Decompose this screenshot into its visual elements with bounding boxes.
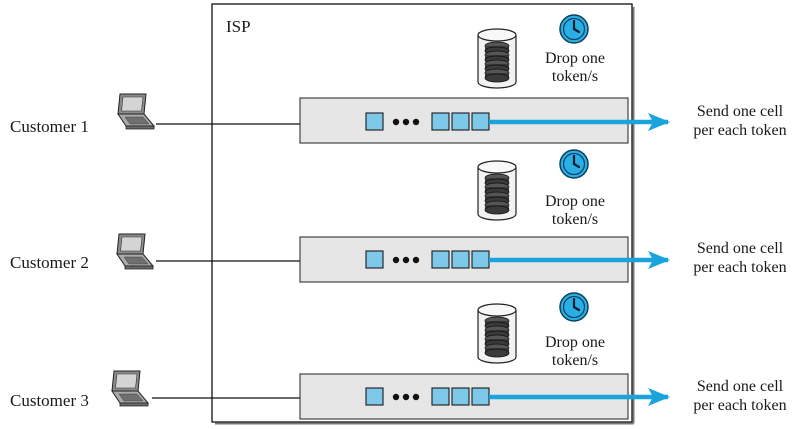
output-label-line1: Send one cell: [697, 240, 784, 257]
isp-label: ISP: [226, 17, 251, 36]
queue-cells: [365, 387, 490, 406]
laptop-icon: [117, 93, 155, 130]
customer-label: Customer 1: [10, 117, 89, 136]
row-customer-2: Drop one token/s Customer 2 Send one cel…: [10, 148, 787, 283]
clock-icon: [558, 13, 590, 45]
queue-cells: [365, 250, 490, 269]
output-label-line2: per each token: [693, 122, 786, 139]
token-bucket-icon: [478, 161, 516, 220]
customer-label: Customer 3: [10, 391, 89, 410]
output-label-line1: Send one cell: [697, 103, 784, 120]
laptop-icon: [111, 370, 149, 407]
drop-rate-line2: token/s: [552, 211, 598, 228]
drop-rate-line1: Drop one: [545, 50, 605, 67]
clock-icon: [558, 291, 590, 323]
row-customer-3: Drop one token/s Customer 3 Send one cel…: [10, 291, 787, 420]
output-label-line2: per each token: [693, 259, 786, 276]
drop-rate-line1: Drop one: [545, 193, 605, 210]
customer-label: Customer 2: [10, 253, 89, 272]
laptop-icon: [116, 233, 154, 270]
row-customer-1: Drop one token/s Customer 1 Send one cel…: [10, 13, 787, 144]
drop-rate-line2: token/s: [552, 352, 598, 369]
drop-rate-line1: Drop one: [545, 334, 605, 351]
output-label-line1: Send one cell: [697, 378, 784, 395]
drop-rate-line2: token/s: [552, 68, 598, 85]
clock-icon: [558, 148, 590, 180]
queue-cells: [365, 112, 490, 131]
output-label-line2: per each token: [693, 397, 786, 414]
token-bucket-icon: [478, 304, 516, 363]
token-bucket-icon: [478, 29, 516, 88]
isp-box: [211, 3, 633, 423]
